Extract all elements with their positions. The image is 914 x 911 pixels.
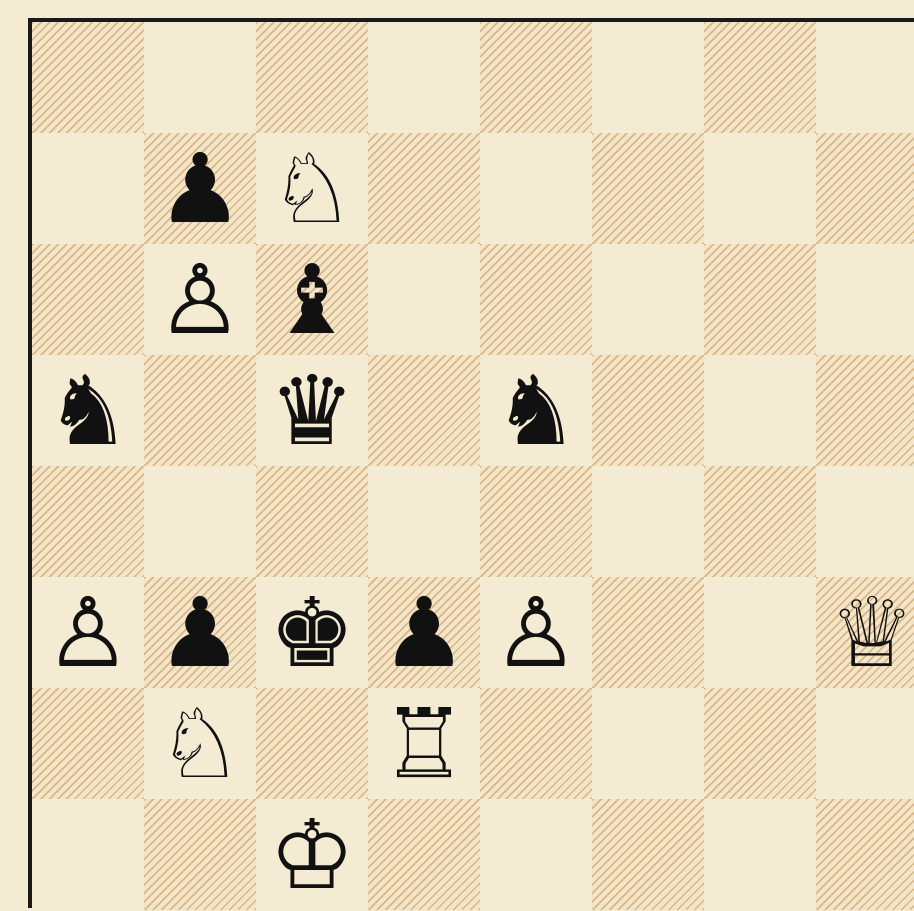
white-pawn-b6[interactable]: ♙ <box>144 244 256 355</box>
square-d4[interactable] <box>368 466 480 577</box>
square-d5[interactable] <box>368 355 480 466</box>
black-pawn-b3[interactable]: ♟ <box>144 577 256 688</box>
square-f6[interactable] <box>592 244 704 355</box>
square-f2[interactable] <box>592 688 704 799</box>
square-e6[interactable] <box>480 244 592 355</box>
square-c2[interactable] <box>256 688 368 799</box>
square-e8[interactable] <box>480 22 592 133</box>
square-d6[interactable] <box>368 244 480 355</box>
square-f5[interactable] <box>592 355 704 466</box>
square-h2[interactable] <box>816 688 914 799</box>
square-b8[interactable] <box>144 22 256 133</box>
square-a7[interactable] <box>32 133 144 244</box>
square-h8[interactable] <box>816 22 914 133</box>
square-g7[interactable] <box>704 133 816 244</box>
square-h7[interactable] <box>816 133 914 244</box>
square-f7[interactable] <box>592 133 704 244</box>
square-h4[interactable] <box>816 466 914 577</box>
square-e2[interactable] <box>480 688 592 799</box>
square-f1[interactable] <box>592 799 704 910</box>
square-g5[interactable] <box>704 355 816 466</box>
square-h6[interactable] <box>816 244 914 355</box>
square-d7[interactable] <box>368 133 480 244</box>
black-pawn-d3[interactable]: ♟ <box>368 577 480 688</box>
square-b1[interactable] <box>144 799 256 910</box>
square-a4[interactable] <box>32 466 144 577</box>
square-g6[interactable] <box>704 244 816 355</box>
square-d1[interactable] <box>368 799 480 910</box>
square-g8[interactable] <box>704 22 816 133</box>
white-king-c1[interactable]: ♔ <box>256 799 368 910</box>
square-b5[interactable] <box>144 355 256 466</box>
square-g3[interactable] <box>704 577 816 688</box>
square-f8[interactable] <box>592 22 704 133</box>
square-b4[interactable] <box>144 466 256 577</box>
chessboard: ♟♘♙♝♞♛♞♙♟♚♟♙♕♘♖♔ <box>28 18 914 908</box>
white-knight-c7[interactable]: ♘ <box>256 133 368 244</box>
square-f3[interactable] <box>592 577 704 688</box>
black-king-c3[interactable]: ♚ <box>256 577 368 688</box>
black-knight-e5[interactable]: ♞ <box>480 355 592 466</box>
square-d8[interactable] <box>368 22 480 133</box>
square-a8[interactable] <box>32 22 144 133</box>
black-queen-c5[interactable]: ♛ <box>256 355 368 466</box>
square-c4[interactable] <box>256 466 368 577</box>
square-g2[interactable] <box>704 688 816 799</box>
square-e1[interactable] <box>480 799 592 910</box>
black-pawn-b7[interactable]: ♟ <box>144 133 256 244</box>
square-h5[interactable] <box>816 355 914 466</box>
white-pawn-a3[interactable]: ♙ <box>32 577 144 688</box>
black-bishop-c6[interactable]: ♝ <box>256 244 368 355</box>
square-c8[interactable] <box>256 22 368 133</box>
white-rook-d2[interactable]: ♖ <box>368 688 480 799</box>
square-g4[interactable] <box>704 466 816 577</box>
square-h1[interactable] <box>816 799 914 910</box>
square-e7[interactable] <box>480 133 592 244</box>
white-pawn-e3[interactable]: ♙ <box>480 577 592 688</box>
square-e4[interactable] <box>480 466 592 577</box>
square-a2[interactable] <box>32 688 144 799</box>
white-knight-b2[interactable]: ♘ <box>144 688 256 799</box>
square-g1[interactable] <box>704 799 816 910</box>
black-knight-a5[interactable]: ♞ <box>32 355 144 466</box>
square-f4[interactable] <box>592 466 704 577</box>
square-a6[interactable] <box>32 244 144 355</box>
white-queen-h3[interactable]: ♕ <box>816 577 914 688</box>
square-a1[interactable] <box>32 799 144 910</box>
